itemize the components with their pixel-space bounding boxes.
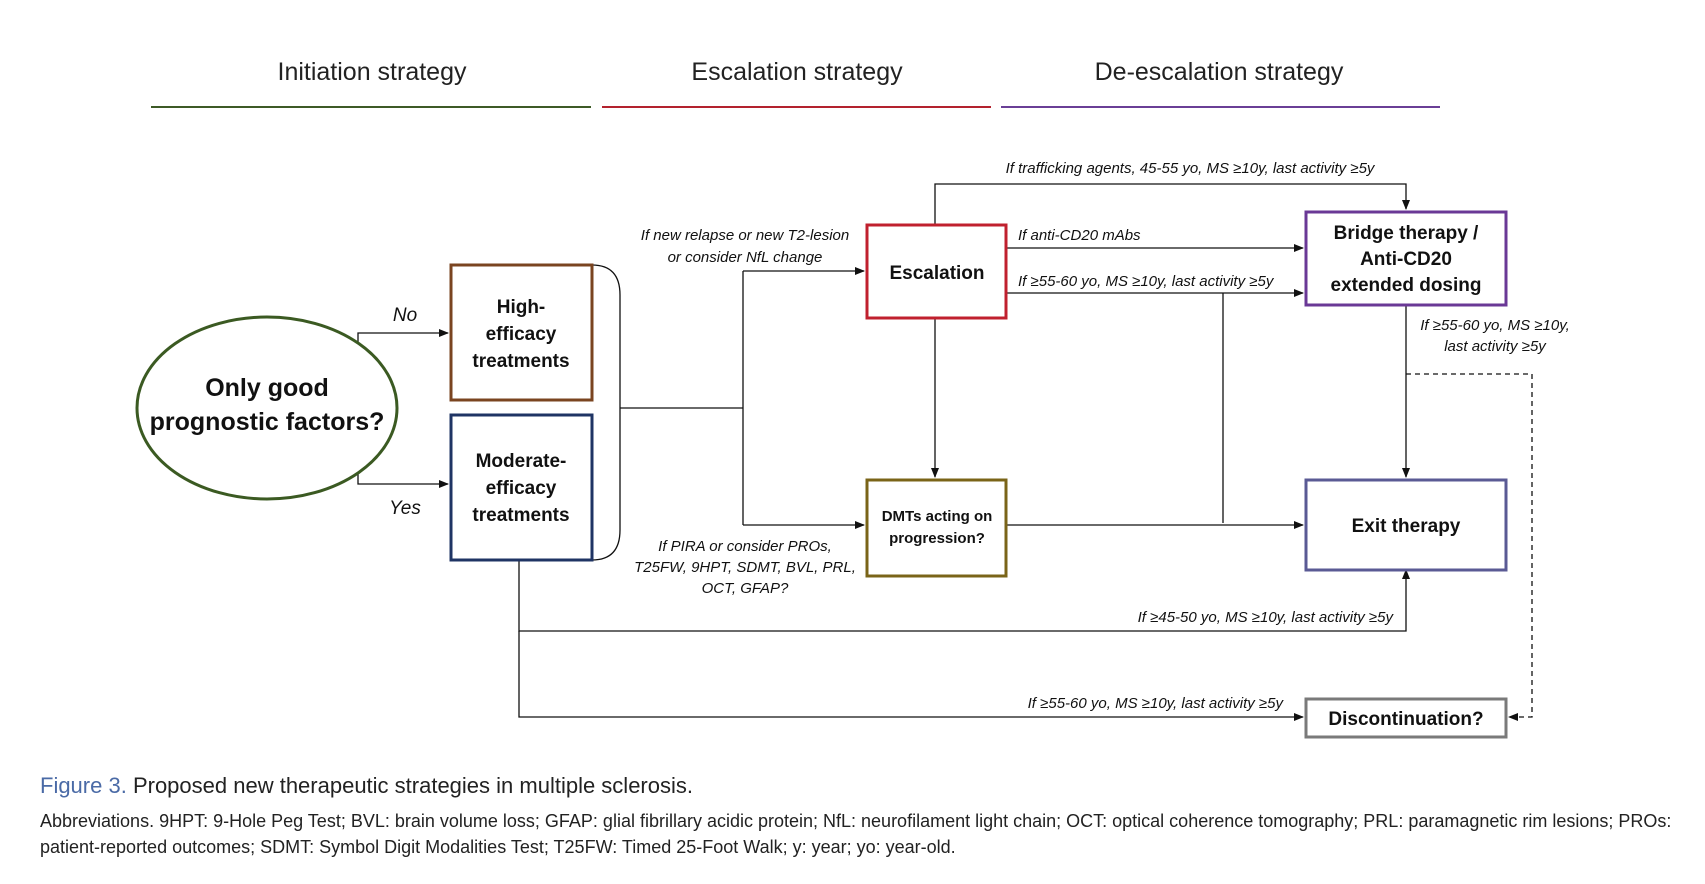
high-efficacy-line3: treatments: [472, 351, 569, 372]
exit-therapy-box: [1304, 478, 1508, 572]
dmts-progression-line1: DMTs acting on: [882, 508, 993, 525]
bridge-therapy-box: [1304, 210, 1508, 307]
bridge-therapy-line3: extended dosing: [1331, 275, 1482, 296]
label-yes: Yes: [389, 498, 421, 519]
therapy-flow-diagram: Initiation strategy Escalation strategy …: [135, 58, 1570, 739]
high-efficacy-line1: High-: [497, 297, 546, 318]
moderate-efficacy-line1: Moderate-: [476, 451, 567, 472]
moderate-efficacy-line2: efficacy: [486, 478, 557, 499]
label-moderate-to-exit: If ≥45-50 yo, MS ≥10y, last activity ≥5y: [1138, 609, 1395, 626]
moderate-efficacy-line3: treatments: [472, 505, 569, 526]
prognostic-question-line2: prognostic factors?: [150, 408, 385, 436]
moderate-efficacy-box: [449, 413, 594, 562]
dmts-progression-box: [865, 478, 1008, 578]
discontinuation-label: Discontinuation?: [1328, 709, 1483, 730]
label-pira-line3: OCT, GFAP?: [702, 580, 789, 597]
figure-label: Figure 3.: [40, 773, 127, 798]
header-escalation: Escalation strategy: [691, 58, 903, 86]
label-new-relapse-line2: or consider NfL change: [668, 249, 823, 266]
dmts-progression-line2: progression?: [889, 530, 985, 547]
label-new-relapse-line1: If new relapse or new T2-lesion: [641, 227, 849, 244]
prognostic-question-line1: Only good: [205, 374, 329, 402]
high-efficacy-line2: efficacy: [486, 324, 557, 345]
label-bridge-to-exit-line1: If ≥55-60 yo, MS ≥10y,: [1420, 317, 1570, 334]
discontinuation-box: [1304, 697, 1508, 739]
label-no: No: [393, 305, 417, 326]
escalation-box: [865, 223, 1008, 320]
label-bridge-to-exit-line2: last activity ≥5y: [1444, 338, 1547, 355]
label-moderate-to-discontinuation: If ≥55-60 yo, MS ≥10y, last activity ≥5y: [1028, 695, 1285, 712]
header-initiation: Initiation strategy: [278, 58, 467, 86]
bridge-therapy-line2: Anti-CD20: [1360, 249, 1452, 270]
label-anti-cd20: If anti-CD20 mAbs: [1018, 227, 1141, 244]
prognostic-question-oval: [135, 315, 399, 501]
label-pira-line2: T25FW, 9HPT, SDMT, BVL, PRL,: [634, 559, 856, 576]
treatment-bracket: [591, 264, 621, 561]
figure-caption-text: Proposed new therapeutic strategies in m…: [126, 773, 693, 798]
figure-caption: Figure 3. Proposed new therapeutic strat…: [40, 773, 693, 799]
label-esc-to-exit: If ≥55-60 yo, MS ≥10y, last activity ≥5y: [1018, 273, 1275, 290]
exit-therapy-label: Exit therapy: [1352, 516, 1461, 537]
bridge-therapy-line1: Bridge therapy /: [1334, 223, 1479, 244]
abbreviations-note: Abbreviations. 9HPT: 9-Hole Peg Test; BV…: [40, 811, 1672, 857]
label-pira-line1: If PIRA or consider PROs,: [658, 538, 832, 555]
escalation-label: Escalation: [889, 263, 984, 284]
high-efficacy-box: [449, 263, 594, 402]
label-trafficking: If trafficking agents, 45-55 yo, MS ≥10y…: [1006, 160, 1376, 177]
header-deescalation: De-escalation strategy: [1095, 58, 1344, 86]
